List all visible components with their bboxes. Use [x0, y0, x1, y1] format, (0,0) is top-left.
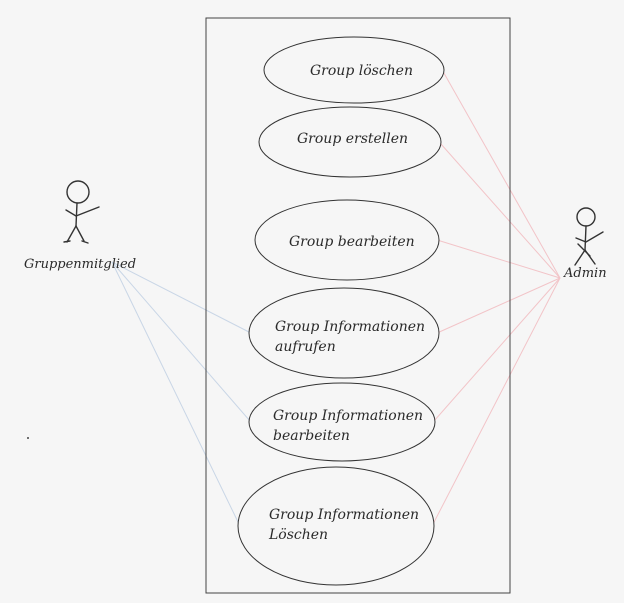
use-case-label: bearbeiten [273, 428, 350, 444]
use-case-uc3: Group bearbeiten [254, 199, 440, 281]
association-line-gruppenmitglied-uc5 [111, 261, 252, 423]
use-case-uc2: Group erstellen [258, 106, 442, 178]
use-case-label: Group Informationen [273, 408, 423, 424]
association-line-admin-uc6 [431, 277, 561, 527]
association-lines [111, 69, 561, 527]
stray-dot [27, 437, 29, 439]
actor-label-admin: Admin [563, 266, 607, 281]
use-case-ellipse [248, 382, 436, 462]
stick-figure-icon [574, 207, 604, 266]
use-case-ellipse [237, 466, 435, 586]
use-case-ellipse [263, 36, 445, 104]
association-line-admin-uc1 [441, 69, 561, 279]
use-case-uc5: Group Informationen bearbeiten [248, 382, 436, 462]
use-case-label: aufrufen [275, 339, 336, 355]
actor-label-gruppenmitglied: Gruppenmitglied [24, 257, 136, 272]
use-case-uc1: Group löschen [263, 36, 445, 104]
association-line-admin-uc4 [436, 277, 561, 334]
system-boundary [205, 17, 511, 594]
use-case-label: Group Informationen [269, 507, 419, 523]
use-case-label: Group bearbeiten [289, 234, 415, 250]
use-case-label: Löschen [268, 527, 328, 543]
use-case-label: Group Informationen [275, 319, 425, 335]
association-line-admin-uc3 [437, 239, 561, 279]
association-line-gruppenmitglied-uc4 [111, 261, 252, 334]
actor-gruppenmitglied: Gruppenmitglied [24, 180, 136, 272]
association-line-admin-uc2 [438, 141, 561, 279]
use-case-ellipse [248, 287, 440, 379]
stick-figure-icon [63, 180, 100, 244]
use-case-ellipse [258, 106, 442, 178]
use-case-label: Group erstellen [297, 131, 408, 147]
use-case-label: Group löschen [310, 63, 413, 79]
use-case-uc4: Group Informationen aufrufen [248, 287, 440, 379]
use-case-ellipse [254, 199, 440, 281]
association-line-gruppenmitglied-uc6 [111, 261, 241, 527]
association-line-admin-uc5 [432, 277, 561, 423]
actor-admin: Admin [563, 207, 607, 281]
